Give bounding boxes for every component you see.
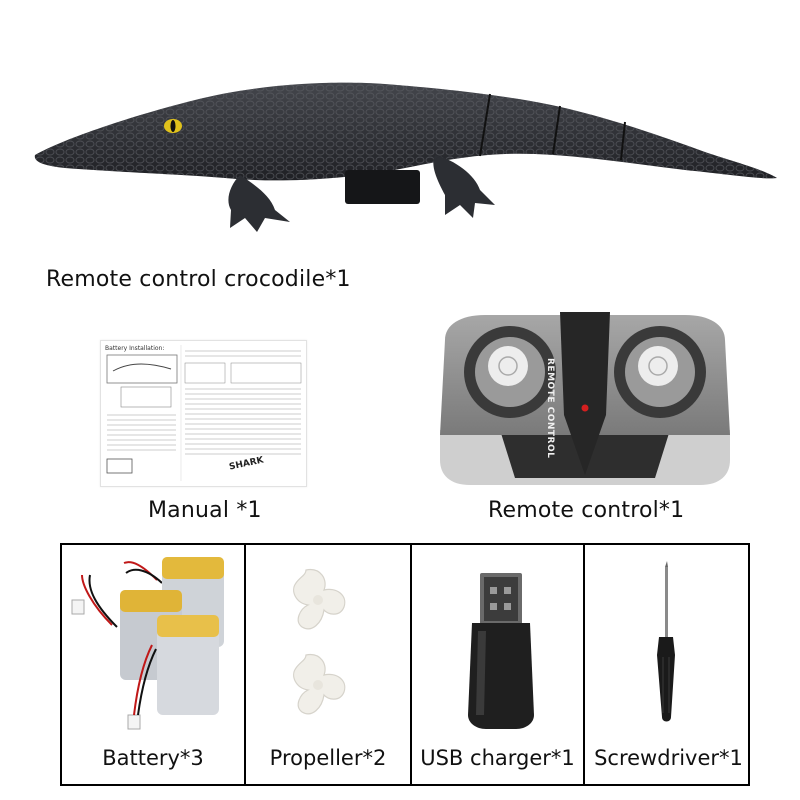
screwdriver-cell: Screwdriver*1 [583,545,752,784]
accessories-grid: Battery*3 Propeller*2 USB charger*1 [60,543,750,786]
screwdriver-image [657,561,675,722]
propeller-caption: Propeller*2 [269,746,387,770]
crocodile-caption: Remote control crocodile*1 [46,267,351,292]
remote-housing-label: REMOTE CONTROL [545,358,555,459]
manual-caption: Manual *1 [148,498,262,523]
manual-sheet-heading: Battery Installation: [105,345,165,352]
battery-cell: Battery*3 [62,545,244,784]
battery-image [71,557,224,730]
usb-charger-caption: USB charger*1 [420,746,575,770]
screwdriver-caption: Screwdriver*1 [594,746,743,770]
remote-control-image [440,312,730,485]
usb-charger-cell: USB charger*1 [410,545,583,784]
propeller-cell: Propeller*2 [244,545,410,784]
crocodile-image [34,82,778,232]
propeller-image [293,568,346,715]
manual-image: Battery Installation: SHARK [100,340,307,487]
battery-caption: Battery*3 [102,746,204,770]
usb-charger-image [468,573,534,729]
remote-control-caption: Remote control*1 [488,498,685,523]
